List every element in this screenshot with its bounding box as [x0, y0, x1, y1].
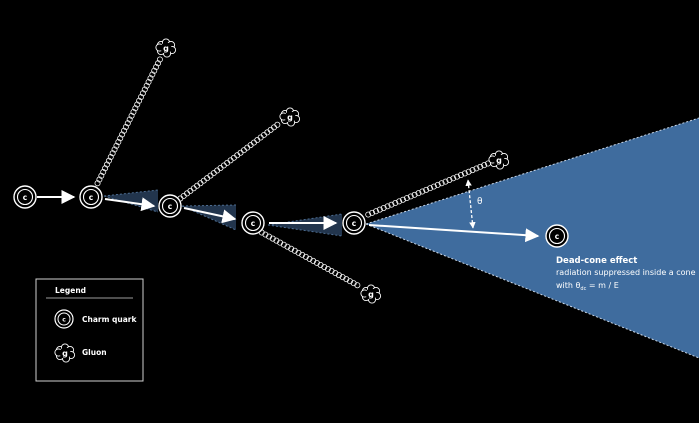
- gluon-marker-3-symbol: g: [368, 290, 374, 299]
- gluon-icon: g: [54, 343, 76, 363]
- gluon-marker-4: g: [488, 150, 510, 170]
- annotation-line2-subscript: dc: [580, 286, 586, 292]
- charm-quark-5: c: [342, 211, 366, 235]
- angle-indicator: θ: [465, 179, 483, 229]
- gluon-coil-1: [94, 56, 163, 187]
- annotation-line2-prefix: with θ: [556, 281, 581, 290]
- gluon-marker-1: g: [155, 38, 177, 58]
- gluon-marker-4-symbol: g: [496, 156, 502, 165]
- quark-arrows: [37, 190, 540, 243]
- gluon-marker-3: g: [360, 284, 382, 304]
- angle-symbol: θ: [477, 197, 483, 207]
- annotation-line2: with θdc = m / E: [556, 281, 619, 292]
- charm-quark-4: c: [241, 211, 265, 235]
- charm-quark-5-symbol: c: [352, 219, 356, 228]
- legend: Legend c Charm quark g Gluon: [35, 278, 144, 382]
- legend-title: Legend: [55, 286, 86, 295]
- legend-quark-symbol: c: [62, 317, 66, 324]
- gluon-markers: g g g g: [155, 38, 510, 304]
- quark-nodes: c c c c c c: [13, 185, 569, 248]
- legend-gluon-marker: g: [54, 343, 76, 363]
- charm-quark-6-symbol: c: [555, 232, 559, 241]
- charm-quark-4-symbol: c: [251, 219, 255, 228]
- charm-quark-2: c: [79, 185, 103, 209]
- gluon-marker-2-symbol: g: [287, 113, 293, 122]
- gluon-coils: [94, 56, 491, 289]
- angle-arrow: [465, 179, 476, 229]
- dead-cone: [366, 118, 699, 358]
- charm-quark-3-symbol: c: [168, 202, 172, 211]
- charm-quark-icon: c: [54, 309, 74, 329]
- gluon-marker-1-symbol: g: [163, 44, 169, 53]
- legend-box: [35, 278, 144, 382]
- gluon-coil-3: [258, 229, 361, 289]
- charm-quark-1: c: [13, 185, 37, 209]
- quark-arrow-2: [104, 197, 156, 212]
- shadow-cone-3: [268, 214, 342, 236]
- annotation-line1: radiation suppressed inside a cone: [556, 268, 696, 277]
- quark-arrow-5: [368, 224, 540, 243]
- legend-item-gluon: Gluon: [82, 348, 107, 357]
- gluon-marker-2: g: [279, 107, 301, 127]
- charm-quark-3: c: [158, 194, 182, 218]
- charm-quark-2-symbol: c: [89, 193, 93, 202]
- annotation-line2-suffix: = m / E: [586, 281, 618, 290]
- gluon-coil-2: [177, 121, 281, 202]
- dead-cone-annotation: Dead-cone effect radiation suppressed in…: [556, 256, 696, 292]
- charm-quark-1-symbol: c: [23, 193, 27, 202]
- shadow-cones: [103, 189, 343, 237]
- legend-item-charm-quark: Charm quark: [82, 315, 137, 324]
- quark-arrow-3: [183, 207, 237, 224]
- legend-gluon-marker-symbol: g: [62, 349, 68, 358]
- annotation-title: Dead-cone effect: [556, 256, 637, 266]
- charm-quark-6: c: [545, 224, 569, 248]
